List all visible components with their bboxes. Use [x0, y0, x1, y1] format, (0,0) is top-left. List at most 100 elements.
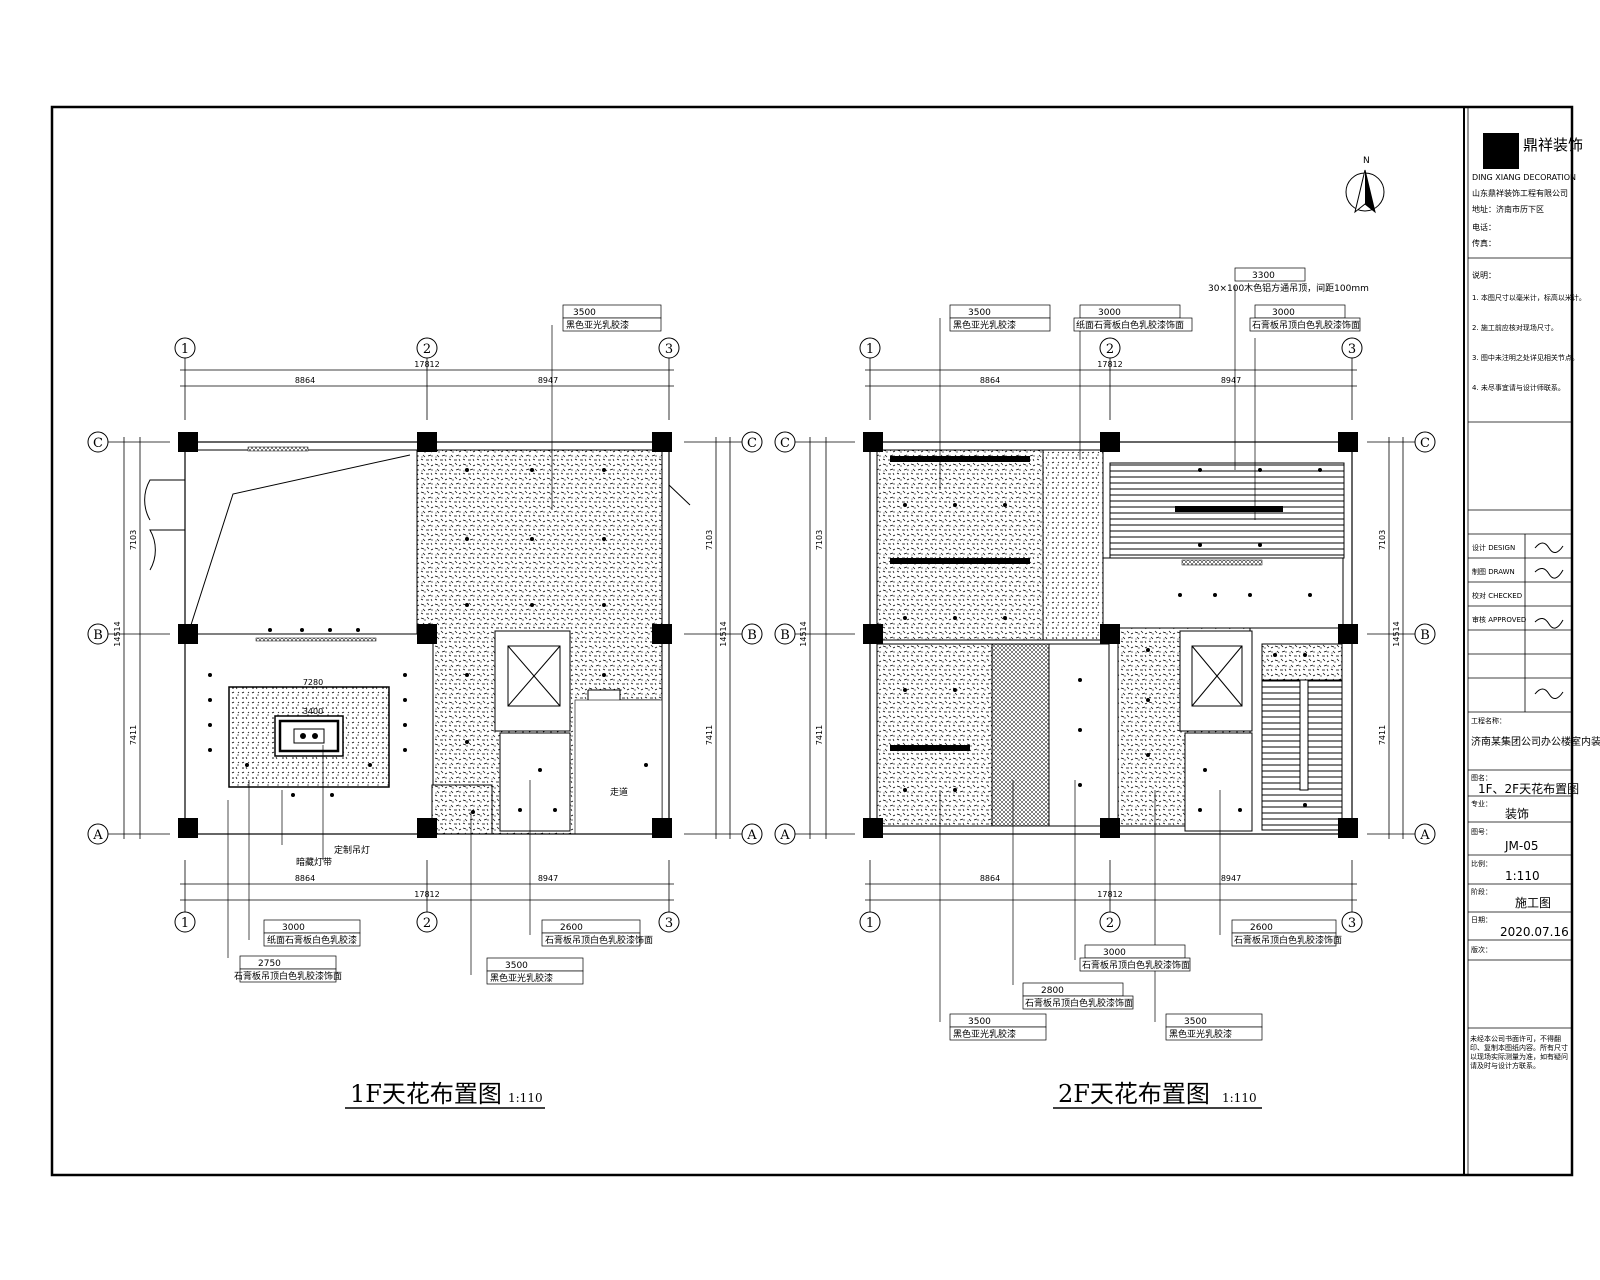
sheet-border	[50, 105, 1574, 1177]
axis-x2-bottom: 2	[423, 916, 431, 931]
svg-text:3500: 3500	[573, 308, 596, 318]
leaders-1f	[227, 325, 553, 975]
axis-yc-right: C	[747, 436, 757, 451]
callout-1f-3: 3500 黑色亚光乳胶漆	[486, 957, 584, 985]
axis2-yb-left: B	[780, 628, 790, 643]
plan-1f: 1 2 3 1 2 3 C B A C B A 8864 8947 17812 …	[87, 304, 763, 1109]
inner-dim-b: 3400	[303, 707, 323, 716]
hatched-ceiling-strip	[991, 643, 1050, 827]
axis-yb-left: B	[93, 628, 103, 643]
dim-1f-top-total: 17812	[414, 360, 439, 369]
callout-2f-7: 3500 黑色亚光乳胶漆	[949, 1013, 1047, 1041]
dim-2f-left-a: 7103	[815, 530, 824, 550]
title-block: 鼎祥装饰 DING XIANG DECORATION 山东鼎祥装饰工程有限公司 …	[1468, 133, 1600, 1029]
drawing-label: 图名：	[1471, 773, 1492, 782]
dim-1f-right-total: 14514	[719, 621, 728, 646]
project-name: 济南某集团公司办公楼室内装饰工程	[1471, 735, 1600, 748]
axis2-yb-right: B	[1420, 628, 1430, 643]
dim-1f-right-a: 7103	[705, 530, 714, 550]
number-value: JM-05	[1504, 839, 1539, 853]
callout-2f-1: 3000 纸面石膏板白色乳胶漆饰面	[1073, 304, 1193, 332]
label-hidden-lightstrip: 暗藏灯带	[296, 856, 332, 868]
svg-text:纸面石膏板白色乳胶漆饰面: 纸面石膏板白色乳胶漆饰面	[1076, 319, 1184, 331]
label-custom-chandelier: 定制吊灯	[334, 844, 370, 856]
dim-2f-right-a: 7103	[1378, 530, 1387, 550]
svg-text:2800: 2800	[1041, 986, 1064, 996]
svg-text:黑色亚光乳胶漆: 黑色亚光乳胶漆	[490, 972, 553, 984]
svg-text:3000: 3000	[1103, 948, 1126, 958]
svg-text:30×100木色铝方通吊顶，间距100mm: 30×100木色铝方通吊顶，间距100mm	[1208, 282, 1369, 294]
svg-text:3500: 3500	[968, 308, 991, 318]
svg-text:3000: 3000	[1098, 308, 1121, 318]
axis2-x3-top: 3	[1348, 342, 1356, 357]
svg-text:黑色亚光乳胶漆: 黑色亚光乳胶漆	[953, 319, 1016, 331]
svg-text:石膏板吊顶白色乳胶漆饰面: 石膏板吊顶白色乳胶漆饰面	[1252, 319, 1360, 331]
svg-text:3500: 3500	[968, 1017, 991, 1027]
axis2-yc-left: C	[780, 436, 790, 451]
svg-text:黑色亚光乳胶漆: 黑色亚光乳胶漆	[566, 319, 629, 331]
notes-line-0: 1. 本图尺寸以毫米计，标高以米计。	[1472, 293, 1586, 302]
svg-text:2750: 2750	[258, 959, 281, 969]
drawing-name: 1F、2F天花布置图	[1478, 781, 1579, 796]
axis2-x2-top: 2	[1106, 342, 1114, 357]
axis-ya-left: A	[92, 828, 103, 843]
dim-2f-bottom-total: 17812	[1097, 890, 1122, 899]
callout-1f-4: 2600 石膏板吊顶白色乳胶漆饰面	[541, 919, 653, 947]
notes-line-3: 4. 未尽事宜请与设计师联系。	[1472, 383, 1565, 392]
dim-1f-left-total: 14514	[113, 621, 122, 646]
axis2-x1-bottom: 1	[866, 916, 874, 931]
version-label: 版次：	[1471, 945, 1492, 954]
svg-text:N: N	[1363, 156, 1370, 166]
callout-2f-4: 2600 石膏板吊顶白色乳胶漆饰面	[1231, 919, 1342, 947]
dim-1f-bottom-a: 8864	[295, 874, 315, 883]
sign-row-1: 制图 DRAWN	[1472, 567, 1515, 576]
company-line-4: 传真：	[1472, 238, 1496, 248]
dimension-lines-2f	[795, 358, 1415, 912]
plan-2f: 1 2 3 1 2 3 C B A C B A 8864 8947 17812 …	[774, 267, 1436, 1109]
company-line-0: DING XIANG DECORATION	[1472, 173, 1576, 182]
axis-x1-bottom: 1	[181, 916, 189, 931]
company-line-2: 地址：济南市历下区	[1472, 204, 1544, 214]
plan-scale-1f: 1:110	[508, 1091, 543, 1105]
dim-1f-top-b: 8947	[538, 376, 558, 385]
callout-2f-3: 3000 石膏板吊顶白色乳胶漆饰面	[1249, 304, 1361, 332]
axis-x3-bottom: 3	[665, 916, 673, 931]
signature-icon	[1534, 542, 1564, 553]
svg-text:石膏板吊顶白色乳胶漆饰面: 石膏板吊顶白色乳胶漆饰面	[545, 934, 653, 946]
light-fixtures-1f	[208, 468, 648, 814]
date-label: 日期：	[1471, 916, 1492, 924]
axis-ya-right: A	[746, 828, 757, 843]
axis-bubbles-2f	[774, 337, 1436, 933]
company-logo-icon	[1483, 133, 1519, 169]
svg-text:石膏板吊顶白色乳胶漆饰面: 石膏板吊顶白色乳胶漆饰面	[234, 970, 342, 982]
dim-1f-right-b: 7411	[705, 725, 714, 745]
dim-2f-top-total: 17812	[1097, 360, 1122, 369]
stage-label: 阶段：	[1471, 887, 1492, 896]
dim-2f-left-b: 7411	[815, 725, 824, 745]
scale-value: 1:110	[1505, 869, 1540, 883]
sign-row-0: 设计 DESIGN	[1472, 543, 1515, 552]
axis-x2-top: 2	[423, 342, 431, 357]
number-label: 图号：	[1471, 828, 1492, 836]
dim-1f-left-b: 7411	[129, 725, 138, 745]
dim-2f-right-total: 14514	[1392, 621, 1401, 646]
plan-title-2f: 2F天花布置图	[1058, 1080, 1210, 1108]
company-line-3: 电话：	[1472, 222, 1496, 232]
svg-text:石膏板吊顶白色乳胶漆饰面: 石膏板吊顶白色乳胶漆饰面	[1234, 934, 1342, 946]
dim-2f-top-a: 8864	[980, 376, 1000, 385]
plan-title-1f: 1F天花布置图	[350, 1080, 502, 1108]
dim-2f-left-total: 14514	[799, 621, 808, 646]
axis-bubbles-1f	[87, 337, 763, 933]
dim-2f-right-b: 7411	[1378, 725, 1387, 745]
dim-2f-bottom-b: 8947	[1221, 874, 1241, 883]
light-fixtures-2f	[903, 468, 1322, 812]
sign-row-3: 审核 APPROVED	[1472, 615, 1526, 624]
leaders-2f	[939, 286, 1256, 1022]
callout-2f-2: 3300 30×100木色铝方通吊顶，间距100mm	[1208, 267, 1369, 294]
svg-text:3500: 3500	[1184, 1017, 1207, 1027]
notes-heading: 说明：	[1472, 270, 1496, 280]
company-logo-text: 鼎祥装饰	[1523, 136, 1583, 154]
sign-row-2: 校对 CHECKED	[1472, 591, 1522, 600]
company-line-1: 山东鼎祥装饰工程有限公司	[1472, 188, 1568, 198]
dim-1f-bottom-b: 8947	[538, 874, 558, 883]
